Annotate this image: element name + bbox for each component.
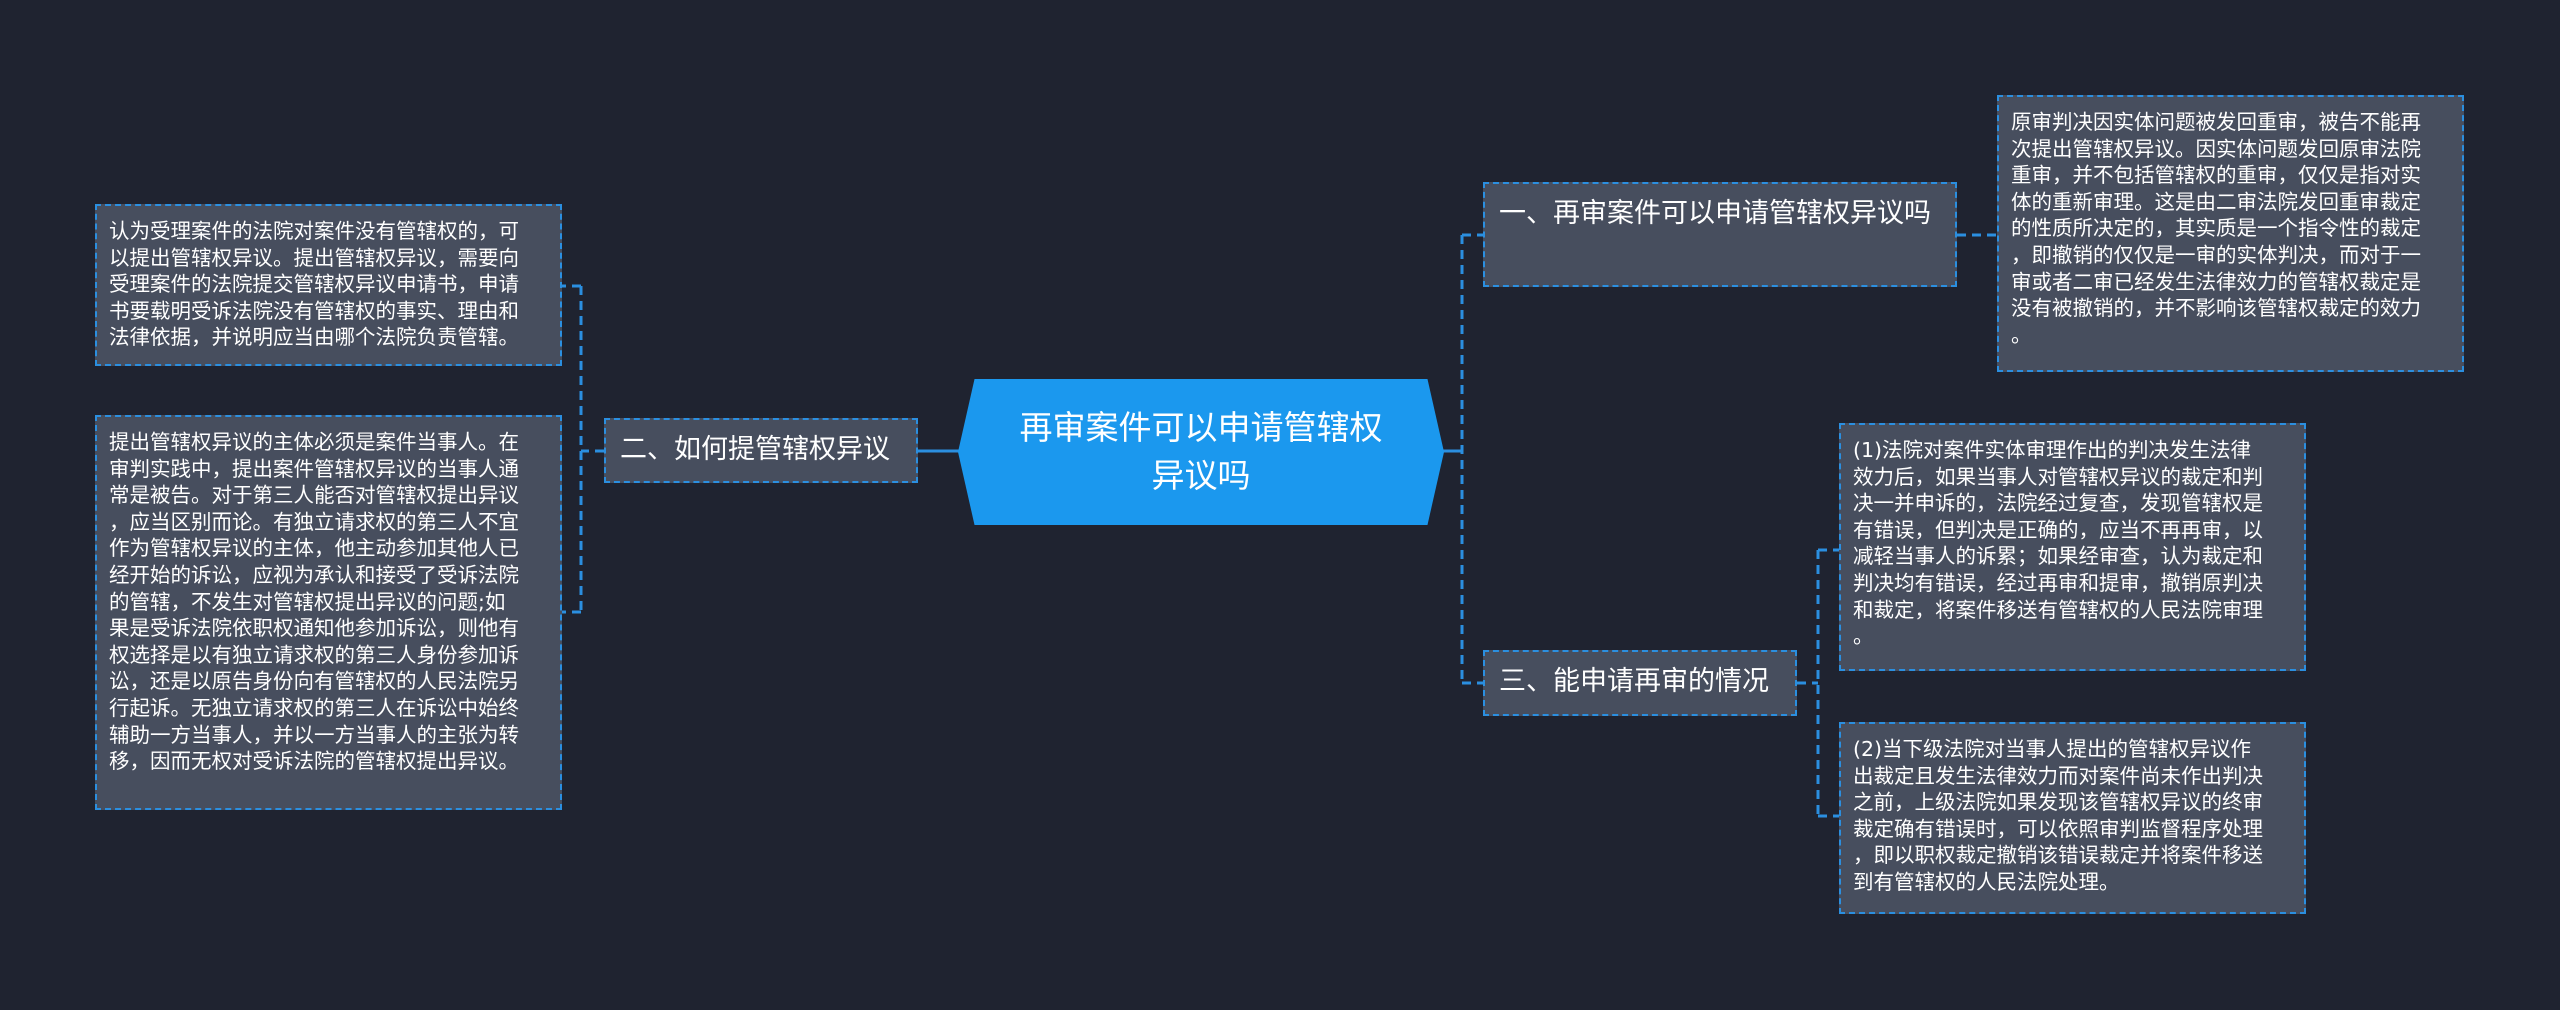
leaf-text-line: 出裁定且发生法律效力而对案件尚未作出判决 — [1853, 763, 2263, 788]
leaf-text-line: 移，因而无权对受诉法院的管辖权提出异议。 — [109, 749, 519, 774]
leaf-text-line: 果是受诉法院依职权通知他参加诉讼，则他有 — [109, 616, 519, 641]
leaf-text-line: ，即撤销的仅仅是一审的实体判决，而对于一 — [2011, 242, 2421, 267]
leaf-topic-3-2[interactable]: (2)当下级法院对当事人提出的管辖权异议作出裁定且发生法律效力而对案件尚未作出判… — [1839, 722, 2306, 914]
leaf-text-line: (1)法院对案件实体审理作出的判决发生法律 — [1853, 438, 2252, 462]
leaf-text-line: 认为受理案件的法院对案件没有管辖权的，可 — [109, 219, 519, 243]
leaf-text-line: 法律依据，并说明应当由哪个法院负责管辖。 — [109, 325, 519, 350]
leaf-text-line: 的性质所决定的，其实质是一个指令性的裁定 — [2011, 216, 2421, 241]
leaf-text-line: 的管辖，不发生对管辖权提出异议的问题;如 — [109, 589, 506, 614]
leaf-text-line: 决一并申诉的，法院经过复查，发现管辖权是 — [1853, 491, 2263, 516]
branch-topic-title: 三、能申请再审的情况 — [1499, 666, 1769, 697]
leaf-text-line: 审判实践中，提出案件管辖权异议的当事人通 — [109, 456, 519, 481]
root-topic[interactable]: 再审案件可以申请管辖权异议吗 — [958, 379, 1444, 525]
leaf-text-line: 审或者二审已经发生法律效力的管辖权裁定是 — [2011, 269, 2421, 294]
leaf-text-line: 。 — [1853, 624, 1874, 649]
leaf-text-line: ，即以职权裁定撤销该错误裁定并将案件移送 — [1853, 843, 2263, 868]
leaf-text-line: 作为管辖权异议的主体，他主动参加其他人已 — [109, 536, 519, 561]
leaf-text-line: 体的重新审理。这是由二审法院发回重审裁定 — [2011, 189, 2421, 214]
leaf-text-line: 原审判决因实体问题被发回重审，被告不能再 — [2011, 110, 2421, 134]
leaf-text-line: 。 — [2011, 322, 2032, 347]
leaf-text-line: 常是被告。对于第三人能否对管辖权提出异议 — [109, 483, 519, 508]
branch-topic-title: 一、再审案件可以申请管辖权异议吗 — [1499, 198, 1931, 229]
leaf-topic-2-1[interactable]: 认为受理案件的法院对案件没有管辖权的，可以提出管辖权异议。提出管辖权异议，需要向… — [95, 204, 562, 366]
leaf-text-line: 没有被撤销的，并不影响该管辖权裁定的效力 — [2011, 296, 2421, 321]
leaf-text-line: 和裁定，将案件移送有管辖权的人民法院审理 — [1853, 597, 2263, 622]
leaf-text-line: 经开始的诉讼，应视为承认和接受了受诉法院 — [109, 562, 519, 587]
leaf-text-line: (2)当下级法院对当事人提出的管辖权异议作 — [1853, 737, 2252, 761]
leaf-text-line: 之前，上级法院如果发现该管辖权异议的终审 — [1853, 790, 2263, 815]
leaf-text-line: 书要载明受诉法院没有管辖权的事实、理由和 — [109, 298, 519, 323]
leaf-topic-2-2[interactable]: 提出管辖权异议的主体必须是案件当事人。在审判实践中，提出案件管辖权异议的当事人通… — [95, 415, 562, 810]
leaf-text-line: 到有管辖权的人民法院处理。 — [1853, 869, 2120, 894]
leaf-text-line: 以提出管辖权异议。提出管辖权异议，需要向 — [109, 245, 519, 270]
leaf-text-line: 重审，并不包括管辖权的重审，仅仅是指对实 — [2011, 163, 2421, 188]
branch-topic-3[interactable]: 三、能申请再审的情况 — [1483, 650, 1797, 716]
branch-topic-title: 二、如何提管辖权异议 — [620, 434, 890, 465]
leaf-topic-1-1[interactable]: 原审判决因实体问题被发回重审，被告不能再次提出管辖权异议。因实体问题发回原审法院… — [1997, 95, 2464, 372]
leaf-text-line: 有错误，但判决是正确的，应当不再再审，以 — [1853, 517, 2263, 542]
leaf-text-line: ，应当区别而论。有独立请求权的第三人不宜 — [109, 509, 519, 534]
leaf-text-line: 判决均有错误，经过再审和提审，撤销原判决 — [1853, 570, 2263, 595]
leaf-text-line: 受理案件的法院提交管辖权异议申请书，申请 — [109, 272, 519, 297]
leaf-text-line: 行起诉。无独立请求权的第三人在诉讼中始终 — [109, 695, 519, 720]
leaf-text-line: 辅助一方当事人，并以一方当事人的主张为转 — [109, 722, 519, 747]
branch-topic-1[interactable]: 一、再审案件可以申请管辖权异议吗 — [1483, 182, 1957, 287]
branch-topic-2[interactable]: 二、如何提管辖权异议 — [604, 418, 918, 483]
leaf-text-line: 讼，还是以原告身份向有管辖权的人民法院另 — [109, 669, 519, 694]
leaf-text-line: 次提出管辖权异议。因实体问题发回原审法院 — [2011, 136, 2421, 161]
leaf-text-line: 裁定确有错误时，可以依照审判监督程序处理 — [1853, 816, 2263, 841]
root-topic-title: 再审案件可以申请管辖权异议吗 — [1019, 408, 1383, 495]
leaf-text-line: 效力后，如果当事人对管辖权异议的裁定和判 — [1853, 464, 2263, 489]
leaf-text-line: 减轻当事人的诉累；如果经审查，认为裁定和 — [1853, 544, 2263, 569]
leaf-text-line: 提出管辖权异议的主体必须是案件当事人。在 — [109, 430, 519, 454]
leaf-topic-3-1[interactable]: (1)法院对案件实体审理作出的判决发生法律效力后，如果当事人对管辖权异议的裁定和… — [1839, 423, 2306, 671]
leaf-text-line: 权选择是以有独立请求权的第三人身份参加诉 — [109, 642, 519, 667]
